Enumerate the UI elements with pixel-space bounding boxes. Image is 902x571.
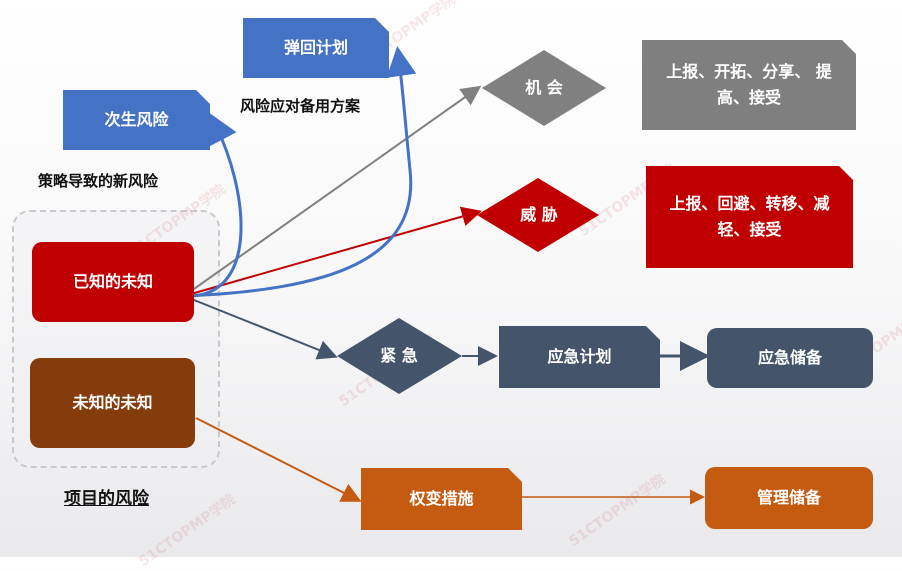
- urgent-label: 紧 急: [380, 346, 418, 366]
- threat-diamond: [477, 178, 599, 252]
- arrow-to-workaround: [195, 417, 362, 502]
- arrow-to-threat: [183, 206, 482, 297]
- arrow-to-secondary-risk: [183, 112, 243, 298]
- opportunity-strategies-box: 上报、开拓、分享、 提高、接受: [642, 40, 856, 130]
- arrow-to-fallback-plan: [183, 46, 417, 298]
- secondary-caption: 策略导致的新风险: [38, 172, 159, 190]
- fallback-caption: 风险应对备用方案: [240, 97, 361, 115]
- fallback-plan-box: 弹回计划: [243, 18, 389, 78]
- workaround-box: 权变措施: [361, 468, 522, 530]
- known-unknown-box: 已知的未知: [32, 242, 194, 322]
- urgent-diamond: [337, 318, 462, 394]
- opportunity-label: 机 会: [525, 78, 563, 98]
- arrow-to-urgent: [183, 295, 338, 360]
- threat-label: 威 胁: [520, 205, 558, 225]
- diamond-layer: [337, 50, 606, 394]
- project-risks-title: 项目的风险: [64, 489, 149, 509]
- opportunity-diamond: [482, 50, 606, 126]
- secondary-risk-box: 次生风险: [63, 90, 210, 150]
- unknown-unknown-box: 未知的未知: [30, 358, 195, 448]
- arrow-to-opportunity: [183, 85, 482, 297]
- management-reserve-box: 管理储备: [705, 467, 873, 529]
- threat-strategies-box: 上报、回避、转移、减轻、接受: [646, 166, 853, 268]
- connector-layer: [183, 46, 710, 505]
- contingency-plan-box: 应急计划: [499, 326, 660, 388]
- contingency-reserve-box: 应急储备: [707, 328, 873, 388]
